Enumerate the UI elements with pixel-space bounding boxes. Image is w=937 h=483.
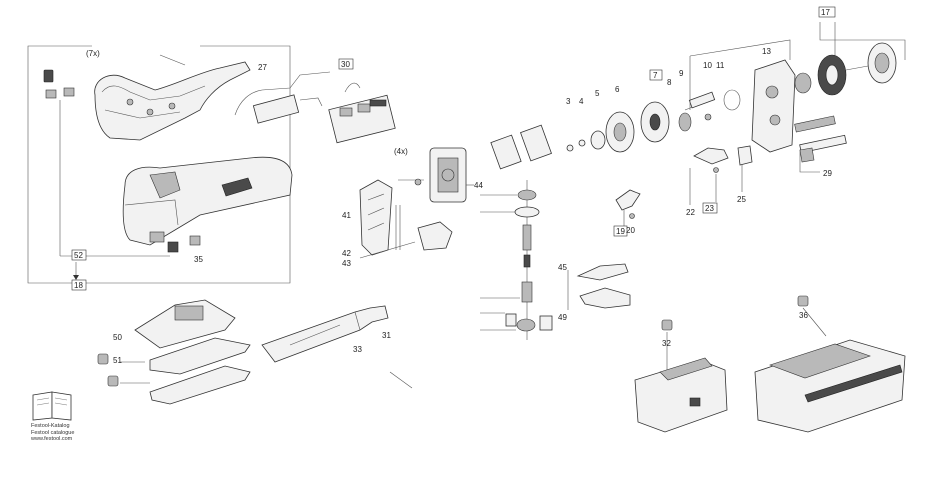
label-20: 20 (626, 226, 635, 235)
label-23: 23 (705, 204, 714, 213)
label-30: 30 (341, 60, 350, 69)
label-50: 50 (113, 333, 122, 342)
battery-pack (634, 319, 728, 433)
clip-part (615, 189, 641, 226)
label-5: 5 (595, 89, 600, 98)
label-19: 19 (616, 227, 625, 236)
label-45: 45 (558, 263, 567, 272)
label-52: 52 (74, 251, 83, 260)
trigger-part (359, 221, 453, 259)
label-41: 41 (342, 211, 351, 220)
label-10: 10 (703, 61, 712, 70)
label-44: 44 (474, 181, 483, 190)
label-32: 32 (662, 339, 671, 348)
label-25: 25 (737, 195, 746, 204)
base-plate (97, 299, 251, 405)
label-4: 4 (579, 97, 584, 106)
charger-unit (754, 295, 906, 433)
switch-group (328, 82, 396, 144)
housing-cover (359, 179, 401, 256)
label-11: 11 (716, 61, 725, 70)
label-43: 43 (342, 259, 351, 268)
housing-shell (43, 54, 251, 141)
label-31: 31 (382, 331, 391, 340)
label-9: 9 (679, 69, 684, 78)
motor-armature (794, 22, 906, 96)
label-36: 36 (799, 311, 808, 320)
label-29: 29 (823, 169, 832, 178)
label-3: 3 (566, 97, 571, 106)
label-7x: (7x) (86, 49, 100, 58)
book-icon (32, 391, 72, 421)
label-27: 27 (258, 63, 267, 72)
label-8: 8 (667, 78, 672, 87)
label-17: 17 (821, 8, 830, 17)
catalog-note: Festool-Katalog Festool catalogue www.fe… (31, 423, 74, 443)
motor-housing (398, 147, 474, 203)
label-51: 51 (113, 356, 122, 365)
label-42: 42 (342, 249, 351, 258)
label-49: 49 (558, 313, 567, 322)
link-parts (689, 145, 753, 205)
label-33: 33 (353, 345, 362, 354)
label-22: 22 (686, 208, 695, 217)
plunger-stack (480, 180, 553, 340)
pendulum-lever (567, 263, 631, 310)
catalog-line-1: Festool-Katalog (31, 423, 70, 429)
label-13: 13 (762, 47, 771, 56)
cable-assembly (234, 71, 331, 124)
extraction-nozzle (261, 305, 413, 389)
catalog-line-2: Festool catalogue (31, 429, 75, 436)
gear-train (490, 89, 741, 170)
label-35: 35 (194, 255, 203, 264)
catalog-line-3: www.festool.com (31, 436, 73, 442)
label-7: 7 (653, 71, 658, 80)
label-6: 6 (615, 85, 620, 94)
gear-housing (689, 39, 847, 173)
boxed-labels (71, 6, 836, 291)
label-18: 18 (74, 281, 83, 290)
label-4x: (4x) (394, 147, 408, 156)
jigsaw-body (122, 156, 293, 253)
